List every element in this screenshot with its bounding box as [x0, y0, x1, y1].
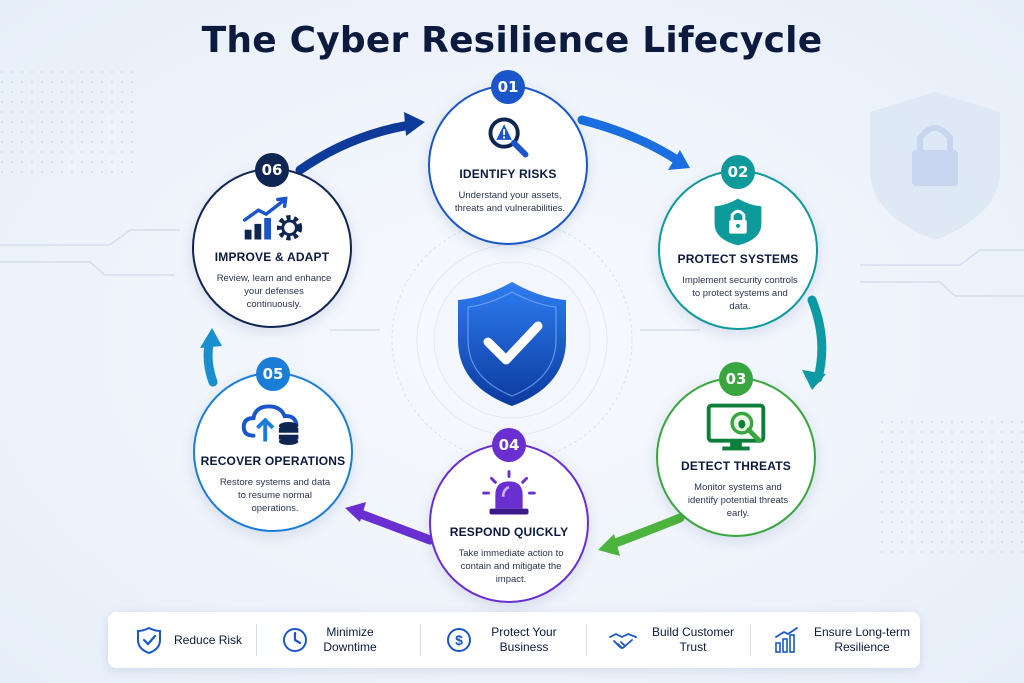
step-description: Take immediate action to contain and mit…	[458, 548, 564, 585]
page-title: The Cyber Resilience Lifecycle	[201, 20, 823, 61]
benefit-label: Reduce Risk	[174, 632, 243, 647]
monitor-bug-icon	[706, 403, 766, 451]
handshake-icon	[609, 633, 637, 649]
growth-gear-icon	[242, 196, 303, 241]
cloud-database-icon	[241, 404, 299, 445]
benefit-reduce-risk: Reduce Risk	[134, 612, 242, 668]
step-title: RESPOND QUICKLY	[449, 525, 569, 539]
step-improve-adapt: 06 IMPROVE & ADAPT Review, learn and enh…	[192, 153, 352, 328]
step-number-badge: 04	[492, 428, 526, 462]
arrow-03-04	[605, 513, 685, 550]
step-protect-systems: 02 PROTECT SYSTEMS Implement security co…	[658, 155, 818, 330]
shield-lock-icon	[714, 198, 762, 246]
step-number-badge: 05	[256, 357, 290, 391]
arrow-06-01	[295, 120, 415, 175]
step-description: Review, learn and enhance your defenses …	[216, 273, 332, 310]
shield-check-icon	[137, 626, 161, 655]
divider	[750, 624, 751, 656]
step-number-badge: 06	[255, 153, 289, 187]
benefit-protect-business: $ Protect Your Business	[444, 612, 564, 668]
svg-text:$: $	[455, 632, 463, 648]
bar-growth-icon	[775, 627, 798, 653]
step-number-badge: 03	[719, 362, 753, 396]
benefit-label: Minimize Downtime	[323, 625, 377, 654]
divider	[256, 624, 257, 656]
arrow-04-05	[353, 508, 435, 545]
benefit-minimize-downtime: Minimize Downtime	[280, 612, 380, 668]
central-shield-check-icon	[458, 282, 566, 406]
benefit-label: Protect Your Business	[491, 625, 557, 654]
step-description: Monitor systems and identify potential t…	[687, 482, 789, 519]
divider	[420, 624, 421, 656]
step-number-badge: 02	[721, 155, 755, 189]
benefit-label: Ensure Long-term Resilience	[813, 625, 911, 654]
step-detect-threats: 03 DETECT THREATS Monitor systems and id…	[656, 362, 816, 537]
clock-icon	[283, 628, 307, 652]
step-title: RECOVER OPERATIONS	[200, 454, 346, 468]
siren-icon	[482, 470, 536, 515]
step-description: Understand your assets, threats and vuln…	[454, 190, 566, 214]
dollar-shield-icon: $	[447, 628, 471, 652]
step-title: DETECT THREATS	[681, 459, 791, 473]
step-respond-quickly: 04 RESPOND QUICKLY Take immediate action…	[429, 428, 589, 603]
benefits-bar: Reduce Risk Minimize Downtime $ Protect …	[108, 612, 920, 668]
step-identify-risks: 01 IDENTIFY RISKS Understand your assets…	[428, 70, 588, 245]
arrow-01-02	[577, 115, 685, 167]
step-title: IDENTIFY RISKS	[459, 167, 557, 181]
step-recover-operations: 05 RECOVER OPERATIONS Restore systems an…	[193, 357, 353, 532]
step-number-badge: 01	[491, 70, 525, 104]
step-title: IMPROVE & ADAPT	[214, 250, 330, 264]
divider	[586, 624, 587, 656]
benefit-build-trust: Build Customer Trust	[608, 612, 738, 668]
benefit-long-term-resilience: Ensure Long-term Resilience	[772, 612, 912, 668]
step-description: Implement security controls to protect s…	[682, 275, 798, 312]
benefit-label: Build Customer Trust	[651, 625, 735, 654]
step-description: Restore systems and data to resume norma…	[219, 477, 331, 514]
step-title: PROTECT SYSTEMS	[677, 252, 799, 266]
magnifier-warning-icon	[488, 117, 529, 158]
arrow-02-03	[807, 295, 827, 383]
